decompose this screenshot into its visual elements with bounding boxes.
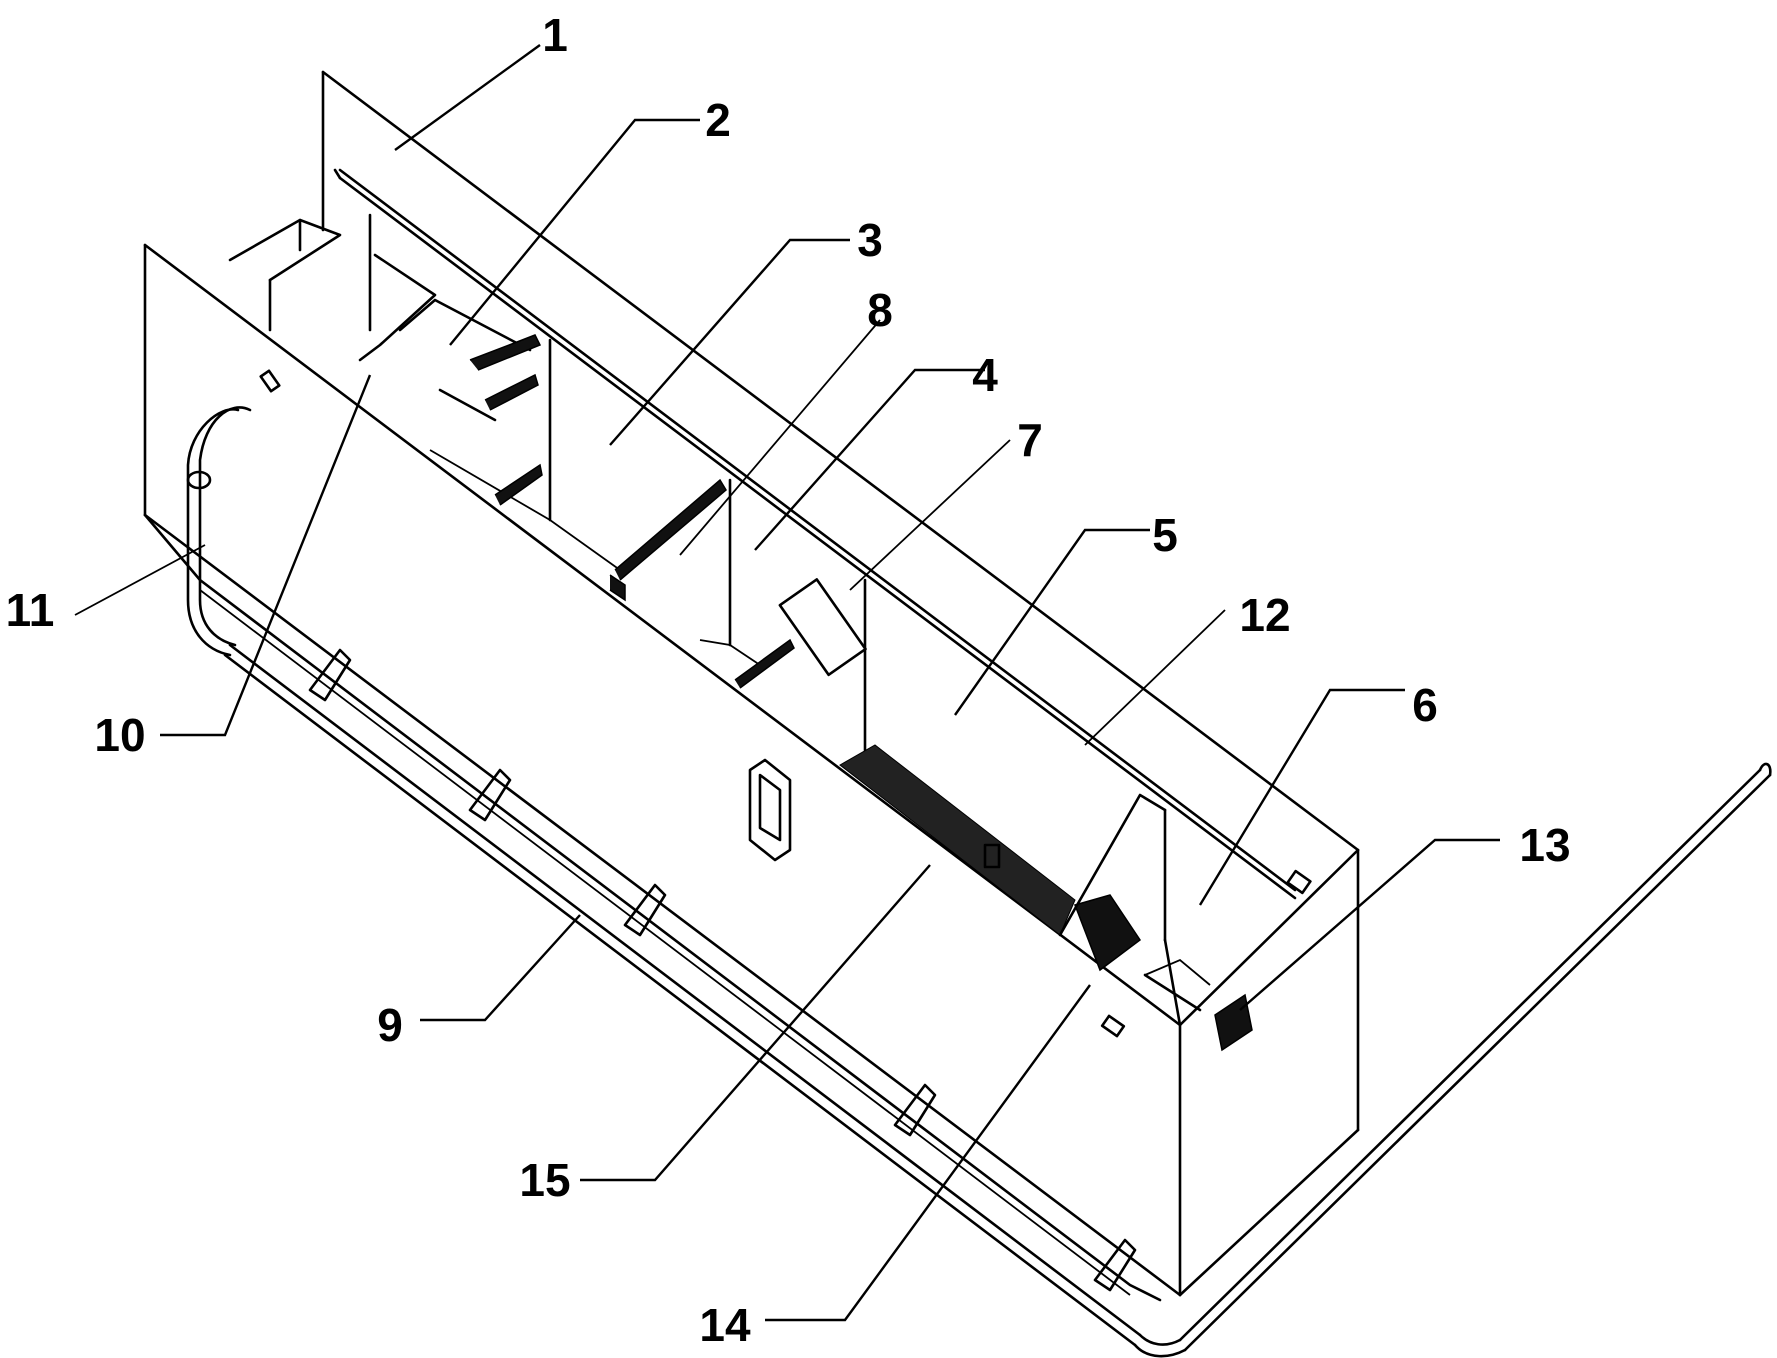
callout-3: 3 — [857, 214, 883, 266]
inlet-baffles — [228, 218, 543, 506]
callout-2: 2 — [705, 94, 731, 146]
callout-4: 4 — [972, 349, 998, 401]
front-wall — [143, 243, 1360, 1302]
bottom-pipe — [223, 643, 1772, 1358]
callout-14: 14 — [699, 1299, 751, 1351]
callout-1: 1 — [542, 9, 568, 61]
partitions — [368, 213, 1211, 986]
callout-8: 8 — [867, 284, 893, 336]
callout-6: 6 — [1412, 679, 1438, 731]
callout-12: 12 — [1239, 589, 1291, 641]
callout-15: 15 — [519, 1154, 571, 1206]
pipe-brackets — [308, 648, 1137, 1292]
callout-5: 5 — [1152, 509, 1178, 561]
callout-13: 13 — [1519, 819, 1571, 871]
front-handle — [748, 758, 792, 862]
callout-10: 10 — [94, 709, 146, 761]
callout-9: 9 — [377, 999, 403, 1051]
outlet-compartment — [1143, 869, 1312, 1027]
middle-baffles — [609, 478, 867, 689]
inlet-pipe — [186, 406, 252, 657]
callout-7: 7 — [1017, 414, 1043, 466]
leader-lines — [74, 44, 1500, 1322]
back-wall — [321, 70, 1360, 1132]
slots — [259, 369, 1126, 1038]
callout-11: 11 — [5, 584, 55, 636]
filter-block — [839, 744, 1167, 972]
